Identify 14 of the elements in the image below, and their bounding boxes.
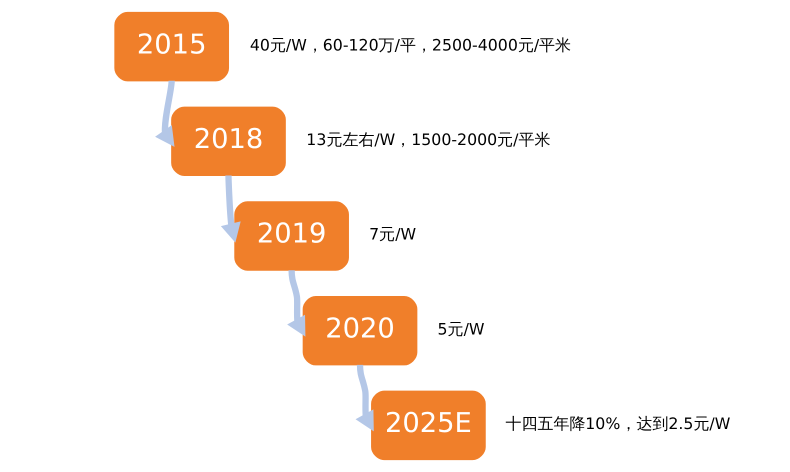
node-box: 2019 [234, 201, 349, 271]
node-label: 5元/W [438, 319, 484, 338]
node-box: 2020 [302, 296, 418, 366]
node-box: 2018 [171, 106, 286, 176]
node-label: 7元/W [369, 224, 416, 244]
node-label: 13元左右/W，1500-2000元/平米 [306, 130, 551, 149]
arrow [356, 364, 374, 432]
arrow [287, 270, 306, 337]
node-label: 40元/W，60-120万/平，2500-4000元/平米 [250, 35, 572, 54]
arrow [155, 80, 175, 147]
arrow [220, 175, 241, 243]
node-label: 十四五年降10%，达到2.5元/W [505, 414, 730, 434]
node-box: 2025E [371, 390, 486, 460]
node-box: 2015 [114, 12, 230, 82]
